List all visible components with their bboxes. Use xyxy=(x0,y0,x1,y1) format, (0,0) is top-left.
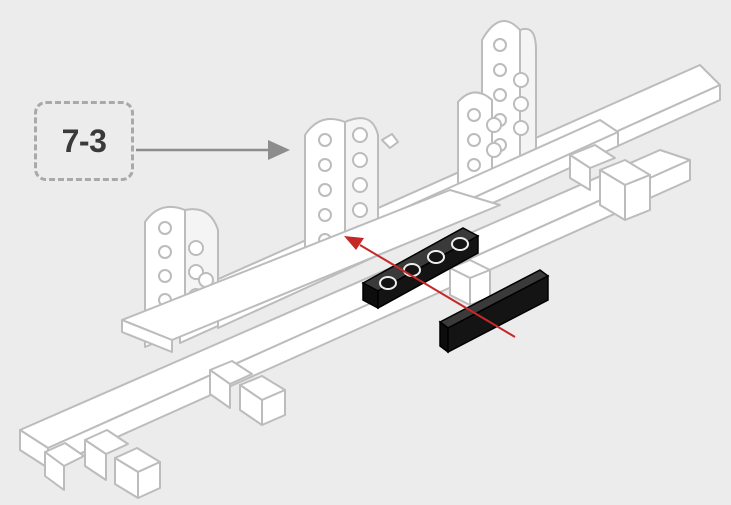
step-label: 7-3 xyxy=(62,123,107,160)
brick-cube-center xyxy=(450,260,490,305)
step-callout-box: 7-3 xyxy=(34,101,134,181)
brick-cube-left xyxy=(210,361,285,425)
right-arrow-icon xyxy=(136,140,290,160)
